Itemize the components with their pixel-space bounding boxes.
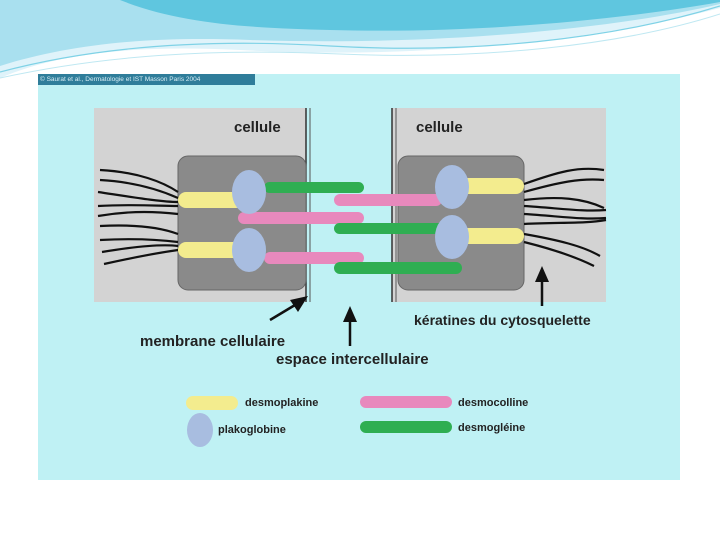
legend-label-desmogleine: desmogléine bbox=[458, 422, 525, 434]
desmoplakin-left-lower bbox=[178, 242, 244, 258]
plakoglobin-left-upper bbox=[232, 170, 266, 214]
membrane-arrow bbox=[269, 296, 308, 322]
desmocollin-right-1 bbox=[334, 194, 442, 206]
desmoplakin-right-lower bbox=[458, 228, 524, 244]
membrane-label: membrane cellulaire bbox=[140, 333, 285, 350]
header-swoosh-decoration bbox=[0, 0, 720, 79]
desmoglein-left-1 bbox=[264, 182, 364, 193]
intercellular-space-label: espace intercellulaire bbox=[276, 351, 429, 368]
intercellular-space-arrow bbox=[343, 306, 357, 346]
left-cell-label: cellule bbox=[234, 119, 281, 136]
left-keratin-filaments bbox=[97, 168, 179, 266]
legend-swatch-desmogleine bbox=[360, 421, 452, 433]
plakoglobin-left-lower bbox=[232, 228, 266, 272]
right-keratin-filaments bbox=[523, 167, 607, 267]
copyright-credit: © Saurat et al., Dermatologie et IST Mas… bbox=[38, 74, 255, 85]
desmosome-figure: © Saurat et al., Dermatologie et IST Mas… bbox=[38, 74, 680, 480]
legend-swatch-desmoplakine bbox=[186, 396, 238, 410]
legend: desmoplakine plakoglobine desmocolline d… bbox=[186, 396, 528, 447]
legend-swatch-desmocolline bbox=[360, 396, 452, 408]
desmoplakin-right-upper bbox=[458, 178, 524, 194]
legend-label-desmocolline: desmocolline bbox=[458, 397, 528, 409]
legend-label-desmoplakine: desmoplakine bbox=[245, 397, 318, 409]
keratin-arrow bbox=[535, 266, 549, 306]
desmocollin-left-2 bbox=[264, 252, 364, 264]
desmocollin-left-1 bbox=[238, 212, 364, 224]
desmoplakin-left-upper bbox=[178, 192, 244, 208]
plakoglobin-right-lower bbox=[435, 215, 469, 259]
desmosome-diagram: cellule cellule membrane cellulaire espa… bbox=[94, 108, 607, 447]
right-cell-label: cellule bbox=[416, 119, 463, 136]
keratins-label: kératines du cytosquelette bbox=[414, 312, 591, 328]
plakoglobin-right-upper bbox=[435, 165, 469, 209]
legend-swatch-plakoglobine bbox=[187, 413, 213, 447]
desmoglein-right-1 bbox=[334, 223, 446, 234]
desmoglein-right-2 bbox=[334, 262, 462, 274]
legend-label-plakoglobine: plakoglobine bbox=[218, 424, 286, 436]
